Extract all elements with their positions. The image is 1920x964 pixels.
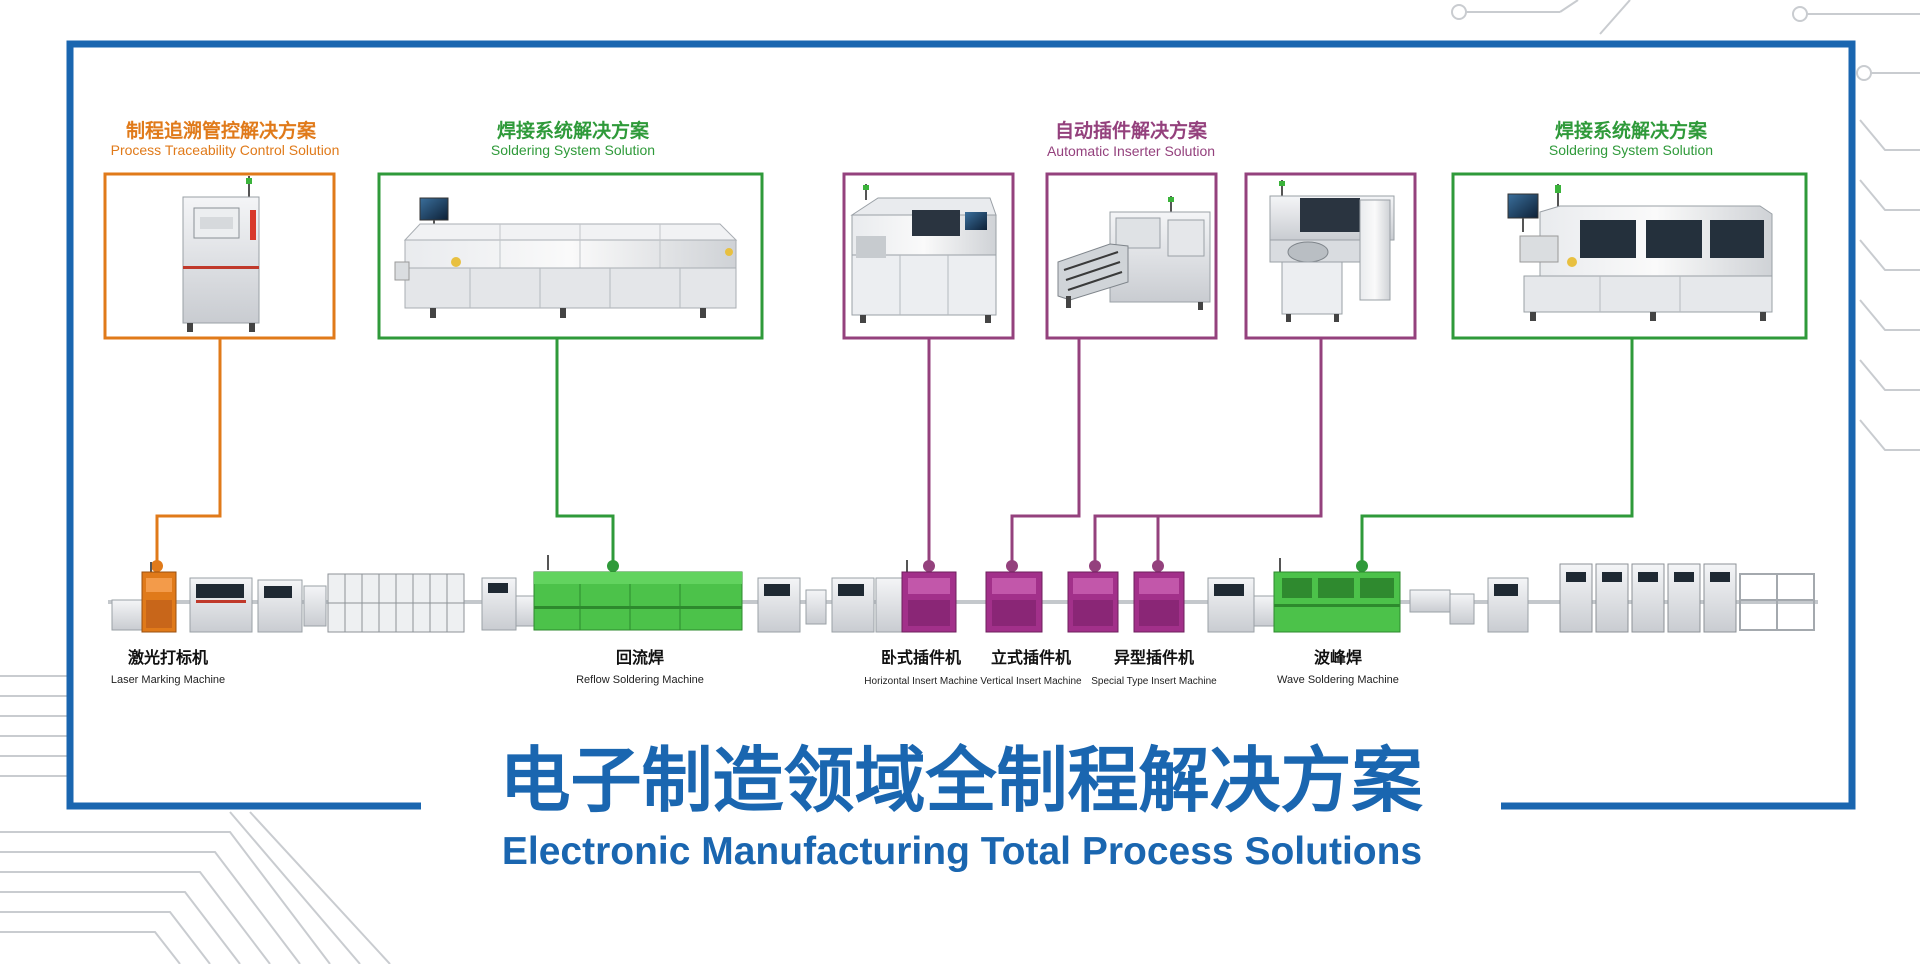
line-label-en: Vertical Insert Machine (980, 676, 1082, 687)
production-line (108, 555, 1818, 633)
conveyor-module (111, 577, 1529, 633)
line-label-cn: 立式插件机 (991, 648, 1071, 667)
featured-machine-vertical-inserter (1045, 172, 1218, 340)
module-screens (264, 583, 1518, 598)
featured-machine-horizontal-inserter (842, 172, 1015, 340)
line-label-en: Wave Soldering Machine (1277, 674, 1399, 686)
line-label-cn: 卧式插件机 (881, 648, 961, 667)
workbench (1739, 573, 1815, 631)
connector-special-inserter (1093, 338, 1323, 566)
connector-wave-solder (1360, 338, 1634, 566)
solution-header-solder-left: 焊接系统解决方案 Soldering System Solution (491, 119, 655, 158)
line-machine-laser-marking (141, 562, 177, 633)
featured-machine-special-inserter (1244, 172, 1417, 340)
line-machine-wave-solder (1273, 558, 1401, 633)
line-machine-horizontal-insert (901, 560, 957, 633)
featured-machine-traceability (103, 172, 336, 340)
line-machine-special-insert-a (1067, 571, 1119, 633)
featured-machine-reflow (377, 172, 764, 340)
line-label-en: Horizontal Insert Machine (864, 676, 978, 687)
line-label-cn: 异型插件机 (1114, 648, 1194, 667)
featured-machine-wave-solder (1451, 172, 1808, 340)
solution-title-en: Soldering System Solution (1549, 142, 1713, 158)
line-label-cn: 回流焊 (616, 648, 664, 667)
solution-title-en: Automatic Inserter Solution (1047, 143, 1215, 159)
wave-solder-icon (1507, 184, 1773, 321)
line-label-en: Laser Marking Machine (111, 674, 225, 686)
solution-header-insert: 自动插件解决方案 Automatic Inserter Solution (1047, 119, 1215, 159)
line-label-en: Reflow Soldering Machine (576, 674, 704, 686)
solution-header-solder-right: 焊接系统解决方案 Soldering System Solution (1549, 119, 1713, 158)
connector-vertical-inserter (1010, 338, 1081, 566)
line-label-cn: 激光打标机 (128, 648, 208, 667)
main-title-cn: 电子制造领域全制程解决方案 (499, 742, 1423, 821)
solution-header-trace: 制程追溯管控解决方案 Process Traceability Control … (111, 119, 340, 158)
line-machine-vertical-insert (985, 571, 1043, 633)
line-label-cn: 波峰焊 (1314, 648, 1362, 667)
solution-title-en: Process Traceability Control Solution (111, 142, 340, 158)
line-label-en: Special Type Insert Machine (1091, 676, 1217, 687)
line-machine-reflow (533, 555, 743, 631)
connector-reflow (555, 338, 615, 566)
main-title-en: Electronic Manufacturing Total Process S… (502, 830, 1422, 873)
solution-title-cn: 制程追溯管控解决方案 (126, 119, 317, 142)
frame (66, 40, 1856, 810)
vertical-inserter-icon (1057, 196, 1211, 310)
connector-traceability (155, 338, 222, 566)
solution-title-cn: 焊接系统解决方案 (1555, 119, 1708, 142)
connector-dots (151, 560, 1368, 572)
marking-cabinet-icon (182, 176, 260, 332)
special-inserter-icon (1269, 180, 1395, 322)
reflow-oven-icon (394, 197, 738, 318)
solution-title-cn: 自动插件解决方案 (1055, 119, 1208, 142)
horizontal-inserter-icon (850, 184, 997, 323)
line-labels: 激光打标机 Laser Marking Machine 回流焊 Reflow S… (111, 648, 1399, 687)
line-machine-special-insert-b (1133, 571, 1185, 633)
buffer-module (327, 573, 465, 633)
connectors (155, 338, 1634, 566)
solution-title-en: Soldering System Solution (491, 142, 655, 158)
main-title: 电子制造领域全制程解决方案 Electronic Manufacturing T… (499, 742, 1423, 873)
solution-title-cn: 焊接系统解决方案 (497, 119, 650, 142)
